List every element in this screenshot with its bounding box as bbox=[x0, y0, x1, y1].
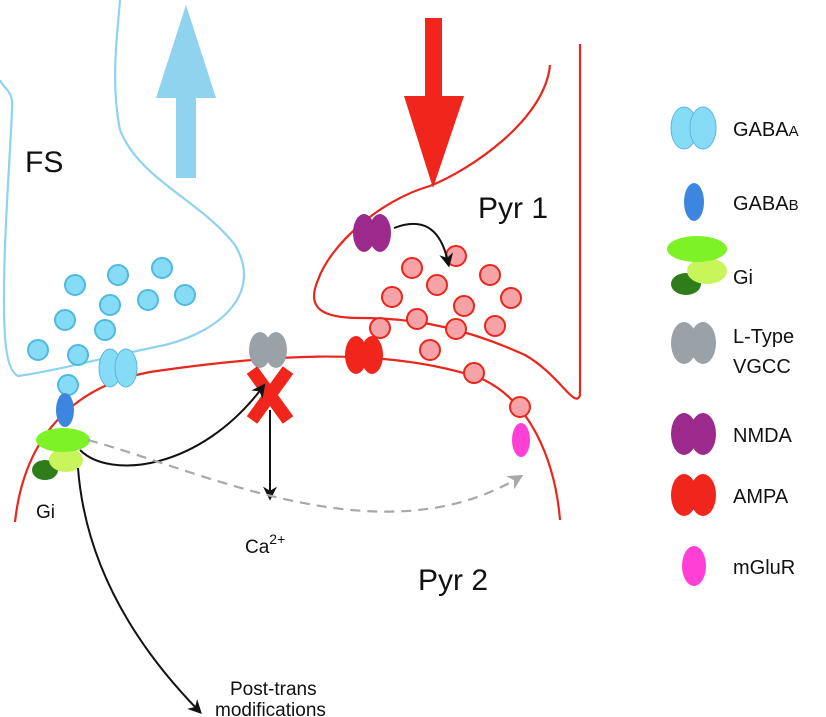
legend-l-type-label-line2: VGCC bbox=[733, 356, 791, 378]
legend-nmda-label: NMDA bbox=[733, 425, 793, 447]
glutamate-vesicle bbox=[445, 245, 467, 267]
fs-label: FS bbox=[25, 146, 63, 179]
l-type-vgcc-channel bbox=[249, 332, 287, 368]
gaba-vesicle bbox=[151, 257, 173, 279]
legend-l-type-symbol bbox=[671, 322, 716, 364]
pyr2-label: Pyr 2 bbox=[418, 564, 488, 597]
glutamate-vesicle bbox=[453, 295, 475, 317]
gi-to-vgcc-arrow bbox=[79, 383, 266, 467]
gaba-vesicle bbox=[67, 344, 89, 366]
legend-gaba-a-label: GABAA bbox=[733, 119, 799, 141]
gaba-vesicle bbox=[54, 309, 76, 331]
legend-mglur-symbol bbox=[682, 546, 706, 586]
glutamate-vesicle bbox=[484, 315, 506, 337]
gi-protein-complex bbox=[32, 428, 90, 480]
pyr1-neuron-outline bbox=[312, 44, 582, 400]
glutamate-vesicle-cluster bbox=[369, 245, 531, 418]
legend-gaba-a-symbol bbox=[670, 106, 717, 150]
calcium-label: Ca2+ bbox=[245, 531, 285, 558]
vgcc-block-x-mark bbox=[246, 366, 294, 424]
fs-neuron-outline bbox=[0, 0, 246, 378]
glutamate-vesicle bbox=[406, 308, 428, 330]
legend-gaba-b-label: GABAB bbox=[733, 193, 799, 215]
gaba-vesicle bbox=[27, 339, 49, 361]
gaba-vesicle bbox=[94, 319, 116, 341]
glutamate-vesicle bbox=[419, 339, 441, 361]
gaba-b-receptor bbox=[56, 393, 74, 427]
legend-gaba-b-symbol bbox=[684, 183, 704, 221]
afferent-down-arrow bbox=[404, 18, 464, 188]
glutamate-vesicle bbox=[509, 396, 531, 418]
legend-ampa-symbol bbox=[671, 474, 716, 516]
gaba-vesicle bbox=[107, 264, 129, 286]
gi-to-post-trans-arrow bbox=[77, 467, 202, 715]
ampa-receptor bbox=[345, 336, 383, 374]
glutamate-vesicle bbox=[479, 264, 501, 286]
legend-l-type-label-line1: L-Type bbox=[733, 326, 794, 348]
gaba-vesicle bbox=[174, 284, 196, 306]
legend: GABAA GABAB Gi L-Type VGCC NMDA AMPA mGl… bbox=[667, 106, 799, 586]
mglur-receptor bbox=[512, 423, 530, 457]
gaba-vesicle bbox=[99, 294, 121, 316]
pyr1-label: Pyr 1 bbox=[478, 192, 548, 225]
glutamate-vesicle bbox=[463, 362, 485, 384]
nmda-to-vesicles-arrow bbox=[393, 222, 454, 268]
legend-nmda-symbol bbox=[671, 413, 716, 455]
glutamate-vesicle bbox=[381, 286, 403, 308]
post-trans-label-line1: Post-trans bbox=[230, 679, 317, 700]
legend-gi-label: Gi bbox=[733, 267, 753, 289]
legend-mglur-label: mGluR bbox=[733, 557, 795, 579]
gaba-a-receptor bbox=[98, 348, 138, 388]
glutamate-vesicle bbox=[369, 317, 391, 339]
post-trans-label-line2: modifications bbox=[215, 700, 326, 717]
legend-ampa-label: AMPA bbox=[733, 486, 789, 508]
nmda-receptor bbox=[353, 214, 391, 252]
glutamate-vesicle bbox=[445, 318, 467, 340]
gaba-vesicle bbox=[137, 289, 159, 311]
legend-gi-symbol bbox=[667, 236, 727, 295]
glutamate-vesicle bbox=[426, 274, 448, 296]
glutamate-vesicle bbox=[401, 257, 423, 279]
gaba-vesicle bbox=[57, 374, 79, 396]
gaba-vesicle bbox=[64, 274, 86, 296]
gi-complex-label: Gi bbox=[36, 502, 55, 523]
efferent-up-arrow bbox=[156, 5, 216, 178]
glutamate-vesicle bbox=[500, 287, 522, 309]
gi-to-mglur-dashed-arrow bbox=[87, 438, 524, 513]
gaba-vesicle-cluster bbox=[27, 257, 196, 396]
